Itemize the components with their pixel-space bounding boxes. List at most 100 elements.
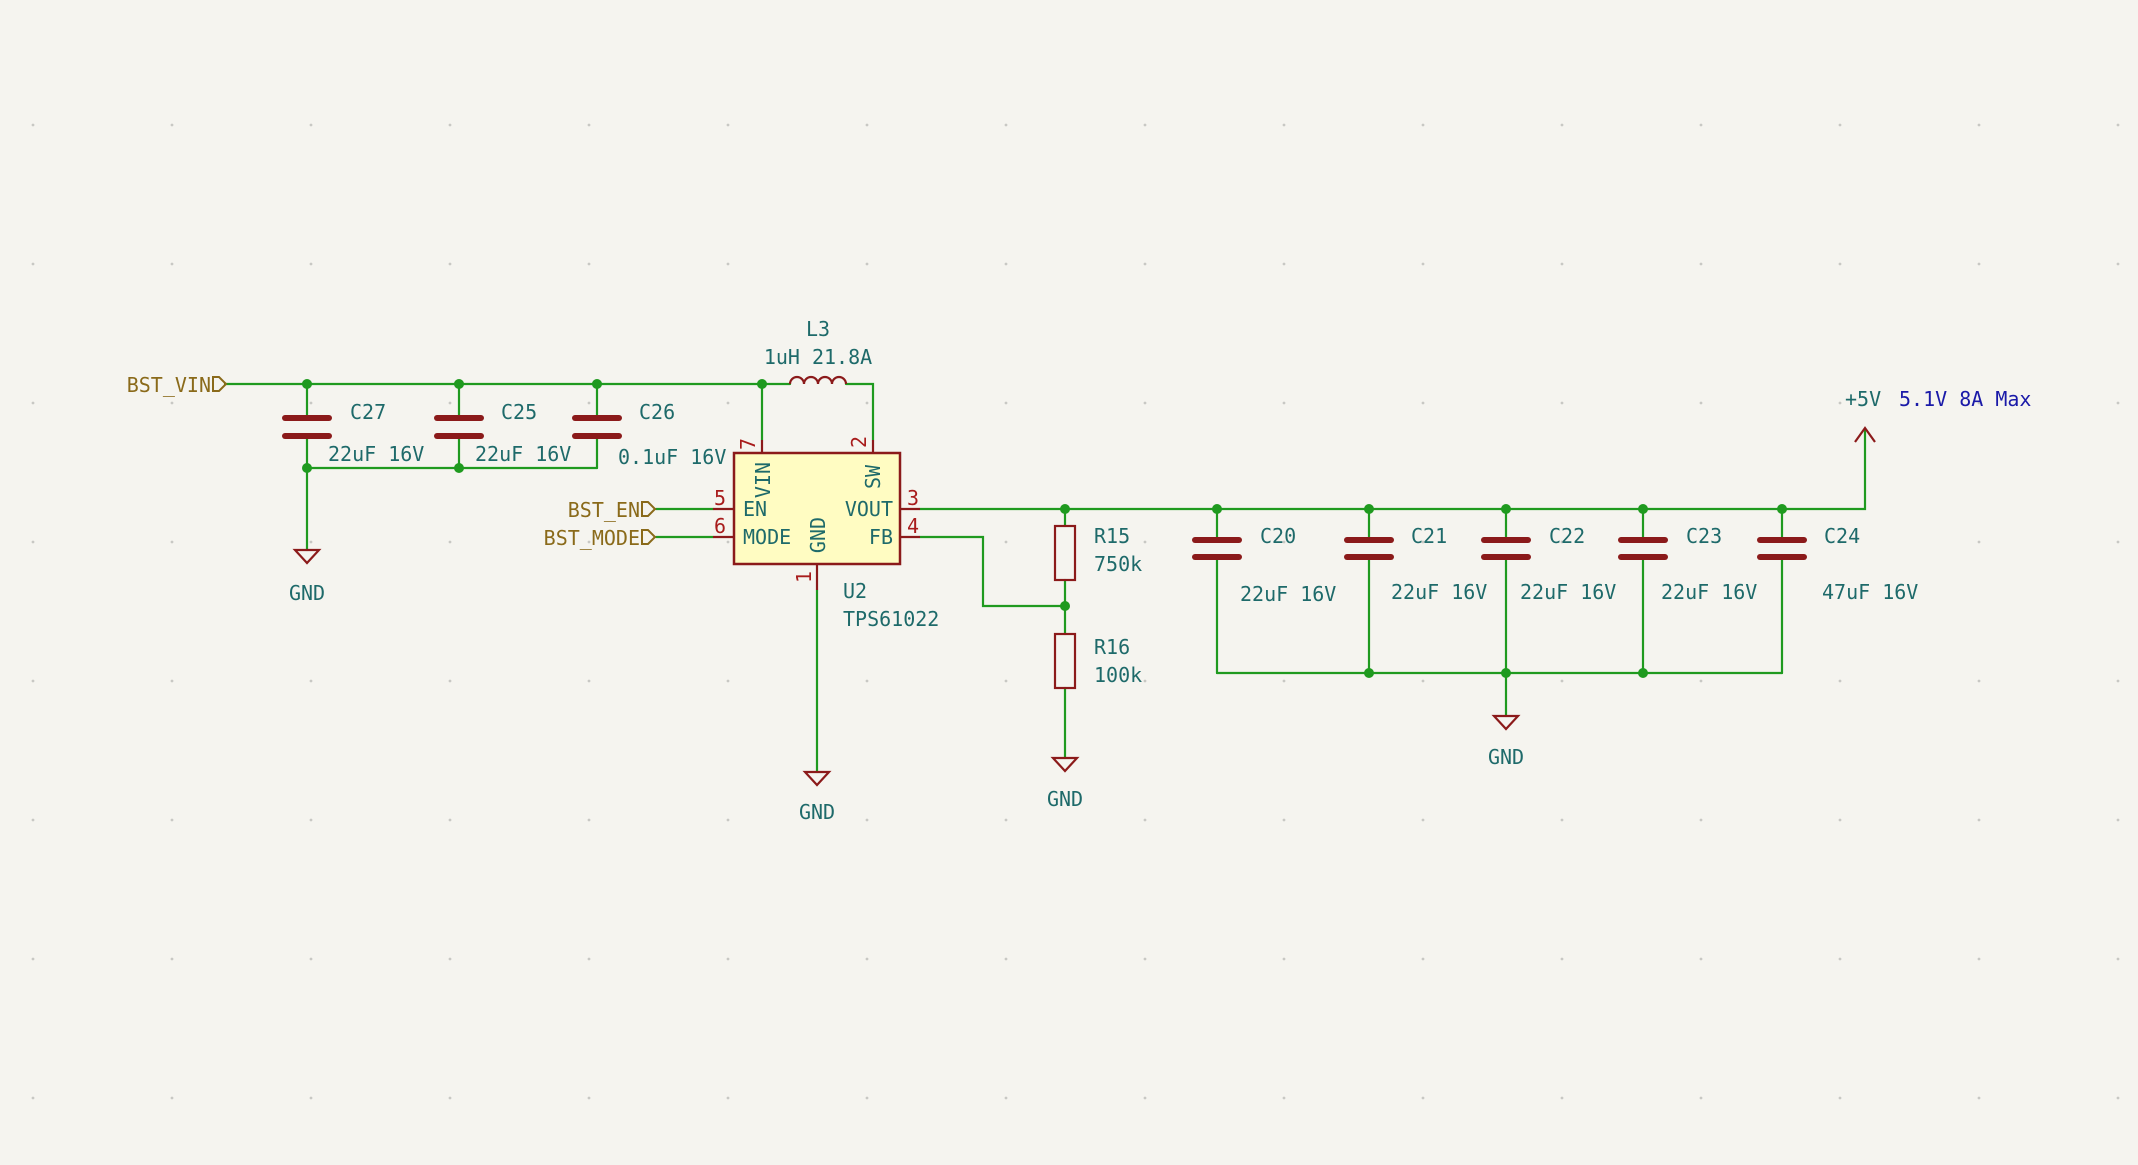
gnd-symbol-divider[interactable]: GND	[1047, 756, 1083, 811]
grid-dot	[726, 262, 730, 266]
inductor-l3[interactable]: L3 1uH 21.8A	[764, 317, 872, 385]
grid-dot	[1421, 957, 1425, 961]
junctions	[302, 379, 1787, 678]
resistor-r16[interactable]: R16 100k	[1053, 632, 1142, 690]
pin-number-en: 5	[714, 486, 726, 510]
capacitor-ref: C23	[1686, 524, 1722, 548]
net-label-bst-vin[interactable]: BST_VIN	[127, 373, 228, 397]
grid-dot	[2116, 401, 2120, 405]
grid-dot	[309, 679, 313, 683]
grid-dot	[2116, 540, 2120, 544]
grid-dot	[1560, 818, 1564, 822]
grid-dot	[1143, 123, 1147, 127]
grid-dot	[865, 818, 869, 822]
capacitor-ref: C27	[350, 400, 386, 424]
pin-name-en: EN	[743, 497, 767, 521]
wire-fb[interactable]	[918, 535, 1067, 608]
capacitor-ref: C22	[1549, 524, 1585, 548]
junction	[1638, 504, 1648, 514]
capacitor-ref: C21	[1411, 524, 1447, 548]
net-label-bst-en[interactable]: BST_EN	[568, 498, 657, 522]
capacitor-value: 0.1uF 16V	[618, 445, 726, 469]
grid-dot	[1699, 1096, 1703, 1100]
capacitor-c25[interactable]: C25 22uF 16V	[434, 400, 571, 466]
resistor-r15[interactable]: R15 750k	[1053, 524, 1142, 582]
junction	[454, 463, 464, 473]
grid-dot	[2116, 818, 2120, 822]
wire-vout-rail[interactable]	[918, 428, 1867, 511]
grid-dot	[1282, 262, 1286, 266]
grid-dot	[1421, 540, 1425, 544]
grid-dot	[587, 123, 591, 127]
grid-dot	[1143, 540, 1147, 544]
gnd-label: GND	[1047, 787, 1083, 811]
grid-dot	[1560, 679, 1564, 683]
junction	[302, 463, 312, 473]
power-arrow-icon	[1854, 426, 1876, 443]
capacitor-c26[interactable]: C26 0.1uF 16V	[572, 400, 726, 469]
grid-dot	[726, 401, 730, 405]
net-label-flag-icon	[641, 501, 657, 517]
resistor-body	[1053, 632, 1077, 690]
capacitor-c20[interactable]: C20 22uF 16V	[1192, 524, 1336, 606]
grid-dot	[448, 1096, 452, 1100]
grid-dot	[1421, 1096, 1425, 1100]
grid-dot	[1421, 401, 1425, 405]
grid-dot	[31, 957, 35, 961]
grid-dot	[448, 540, 452, 544]
grid-dot	[170, 123, 174, 127]
capacitor-value: 22uF 16V	[1240, 582, 1336, 606]
capacitor-c24[interactable]: C24 47uF 16V	[1757, 524, 1918, 604]
net-label-text: BST_EN	[568, 498, 640, 522]
junction	[1212, 504, 1222, 514]
wire-l3-right[interactable]	[844, 382, 875, 442]
inductor-ref: L3	[806, 317, 830, 341]
pin-number-sw: 2	[847, 436, 871, 448]
net-label-flag-icon	[212, 376, 228, 392]
gnd-symbol-output[interactable]: GND	[1488, 714, 1524, 769]
grid-dot	[2116, 262, 2120, 266]
capacitor-ref: C25	[501, 400, 537, 424]
grid-dot	[170, 1096, 174, 1100]
capacitor-c22[interactable]: C22 22uF 16V	[1481, 524, 1616, 604]
grid-dot	[448, 818, 452, 822]
gnd-symbol-input[interactable]: GND	[289, 548, 325, 605]
grid-dot	[1004, 818, 1008, 822]
grid-dot	[448, 679, 452, 683]
grid-dot	[1004, 123, 1008, 127]
grid-dot	[1143, 818, 1147, 822]
power-port-5v[interactable]: +5V 5.1V 8A Max	[1845, 387, 2031, 443]
grid-dot	[1838, 262, 1842, 266]
grid-dot	[865, 957, 869, 961]
grid-dot	[448, 401, 452, 405]
grid-dot	[31, 818, 35, 822]
grid-dot	[587, 401, 591, 405]
capacitor-ref: C24	[1824, 524, 1860, 548]
pin-name-mode: MODE	[743, 525, 791, 549]
grid-dot	[309, 1096, 313, 1100]
grid-dot	[1143, 957, 1147, 961]
grid-dot	[1838, 540, 1842, 544]
grid-dot	[2116, 1096, 2120, 1100]
grid-dot	[1838, 401, 1842, 405]
gnd-symbol-ic[interactable]: GND	[799, 770, 835, 824]
capacitor-c27[interactable]: C27 22uF 16V	[282, 400, 424, 466]
power-port-name: +5V	[1845, 387, 1881, 411]
grid-dot	[1560, 1096, 1564, 1100]
capacitor-c23[interactable]: C23 22uF 16V	[1618, 524, 1757, 604]
net-label-bst-mode[interactable]: BST_MODE	[544, 526, 657, 550]
resistor-value: 100k	[1094, 663, 1142, 687]
grid-dot	[726, 957, 730, 961]
ic-u2[interactable]: VIN SW EN MODE GND VOUT FB 7 2 5 6 1 3 4…	[713, 436, 939, 631]
gnd-label: GND	[1488, 745, 1524, 769]
pin-number-vout: 3	[907, 486, 919, 510]
grid-dot	[587, 262, 591, 266]
junction	[1777, 504, 1787, 514]
grid-dot	[309, 401, 313, 405]
capacitor-c21[interactable]: C21 22uF 16V	[1344, 524, 1487, 604]
grid-dot	[31, 679, 35, 683]
grid-dot	[1421, 679, 1425, 683]
grid-dot	[1560, 540, 1564, 544]
pin-name-gnd: GND	[806, 517, 830, 553]
